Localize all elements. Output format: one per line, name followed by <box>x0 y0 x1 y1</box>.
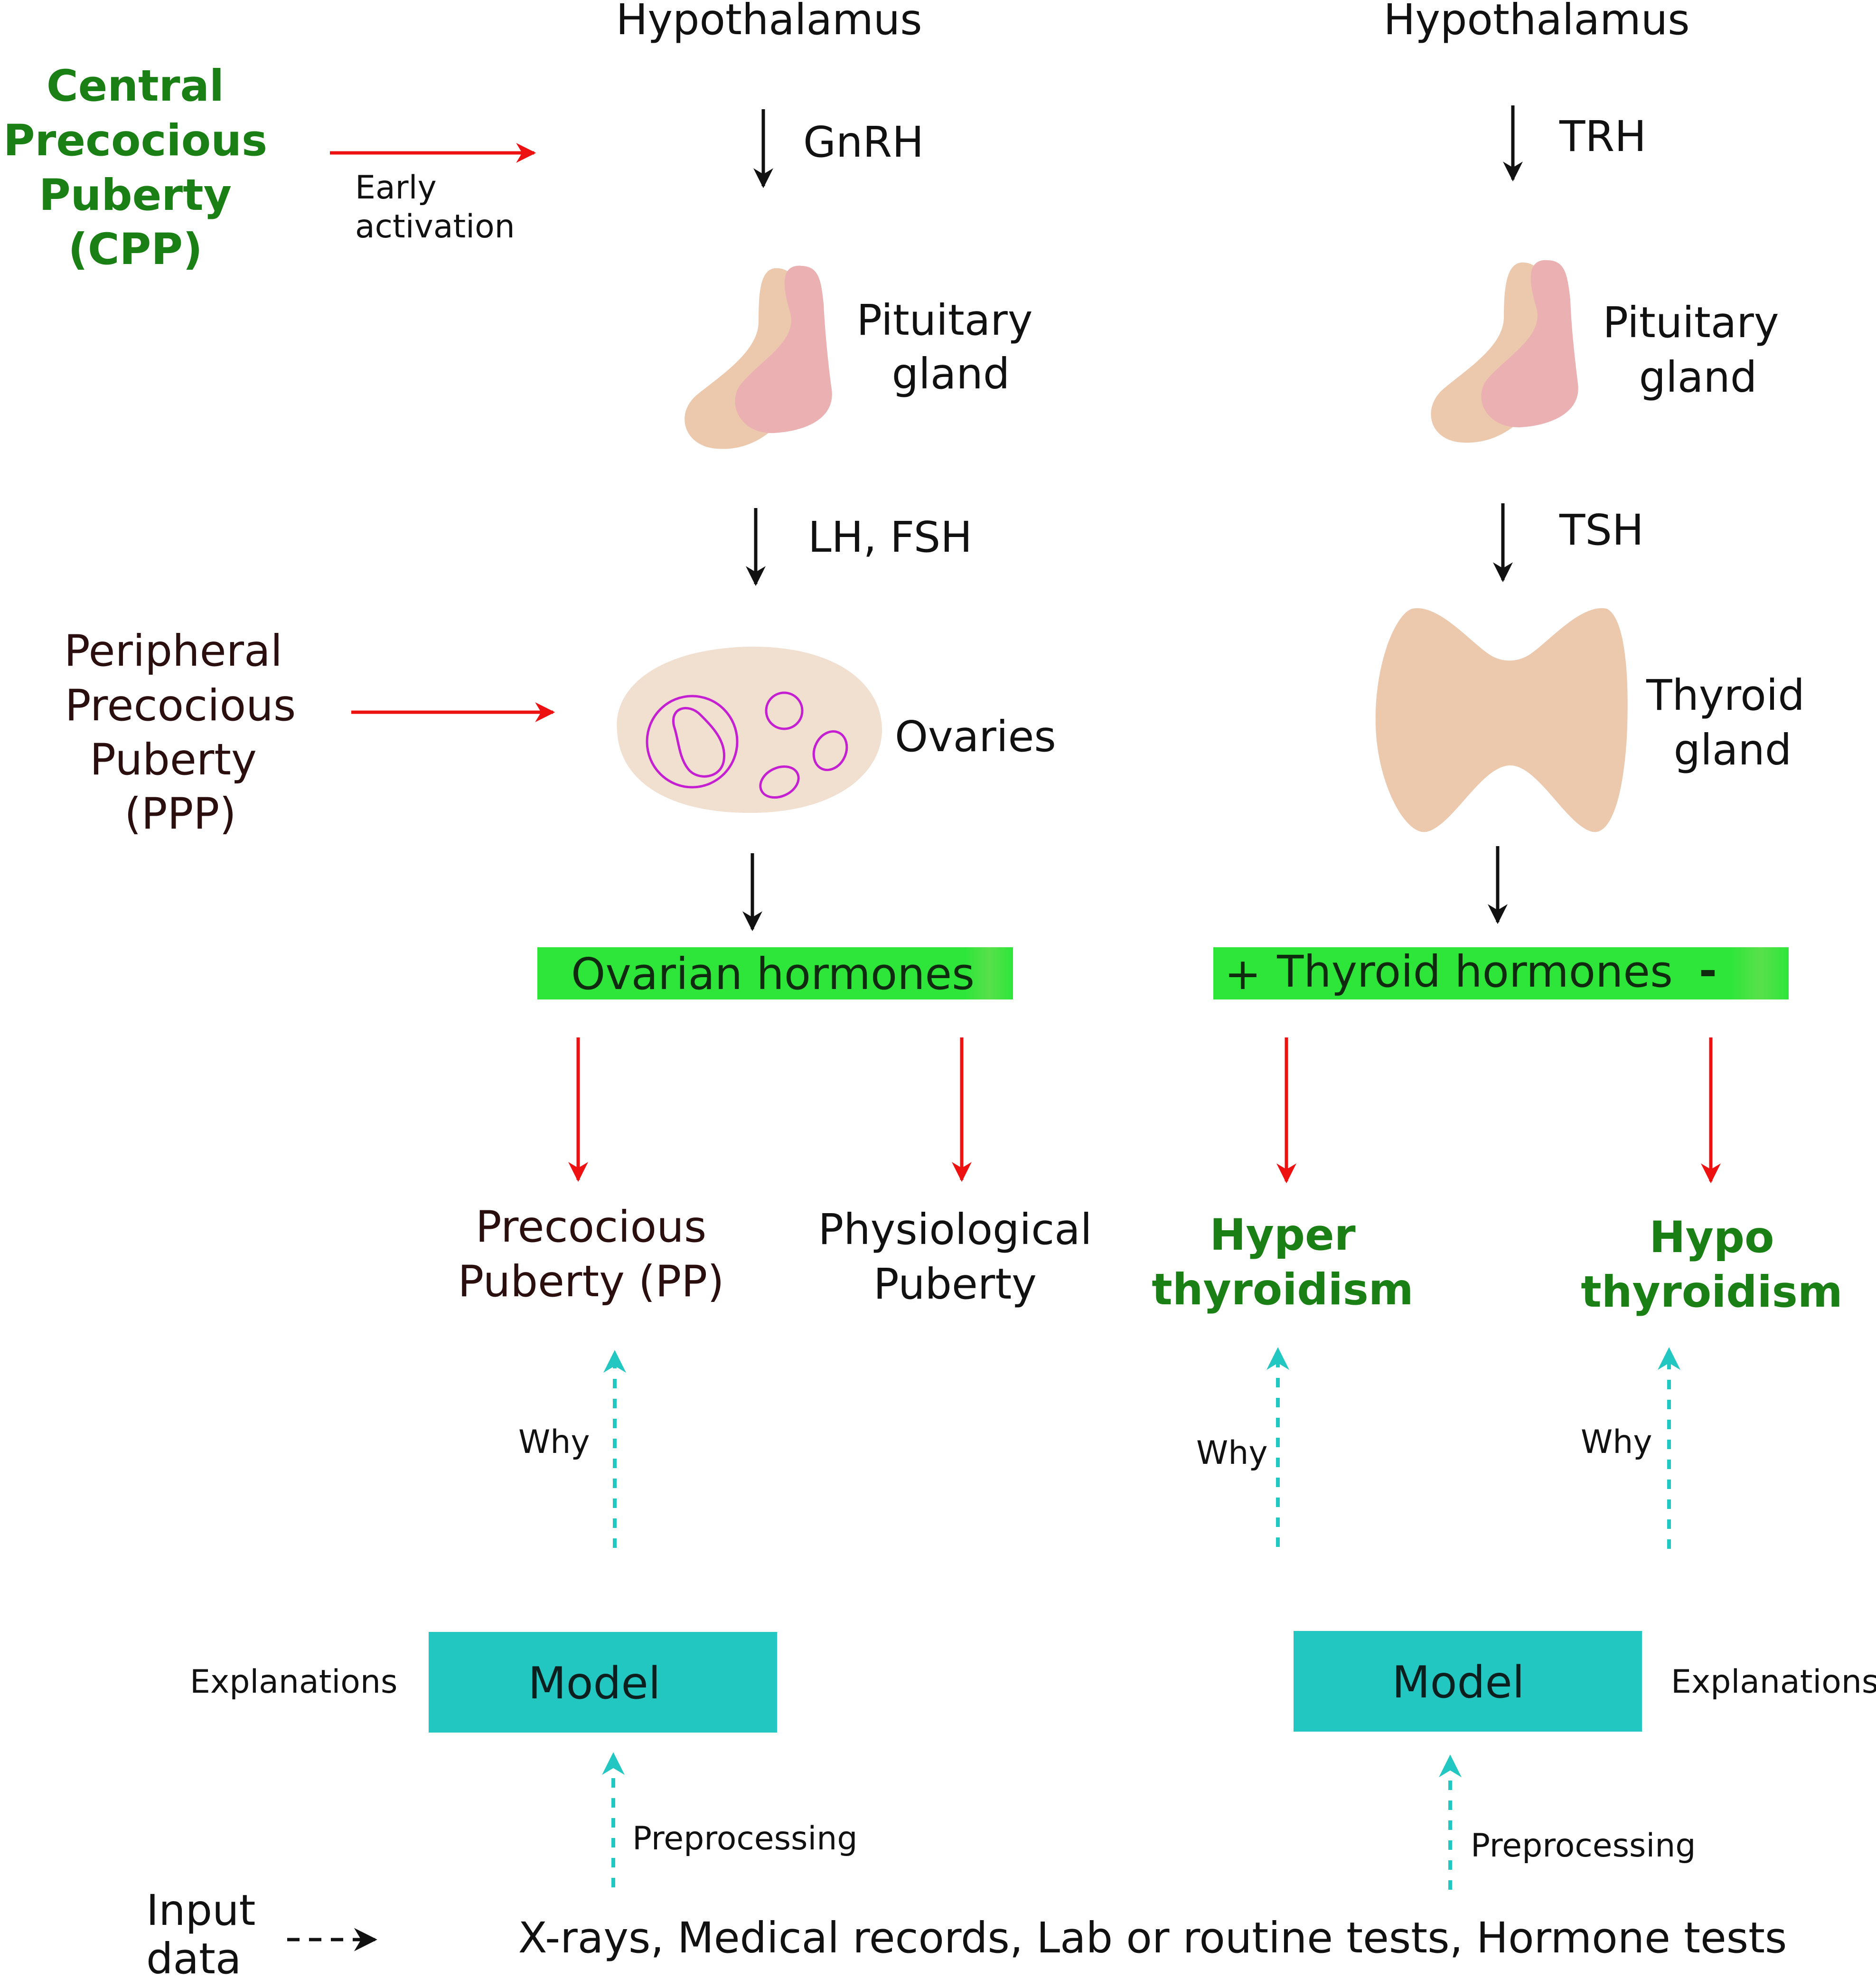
thyroid-gland-icon <box>1375 608 1628 832</box>
ovarian-hormones-bar <box>537 947 1013 999</box>
left-model-label: Model <box>528 1658 660 1709</box>
right-pituitary-gland-icon <box>1431 260 1578 443</box>
cpp-arrow-label-line2: activation <box>355 208 515 245</box>
input-sources-text: X-rays, Medical records, Lab or routine … <box>518 1913 1787 1962</box>
cpp-label: Central Precocious Puberty (CPP) <box>3 61 267 274</box>
right-tsh-label: TSH <box>1559 505 1644 555</box>
precocious-puberty-line1: Precocious <box>476 1202 706 1252</box>
left-preprocessing-label: Preprocessing <box>632 1820 858 1857</box>
ppp-line2: Precocious <box>65 681 296 731</box>
physiological-puberty-line1: Physiological <box>818 1205 1092 1254</box>
right-pituitary-label-line2: gland <box>1639 352 1757 402</box>
right-preprocessing-label: Preprocessing <box>1471 1827 1696 1865</box>
thyroid-hormones-label: Thyroid hormones <box>1276 946 1673 997</box>
right-explanations-label: Explanations <box>1671 1663 1876 1701</box>
cpp-line3: Puberty <box>39 170 232 220</box>
hypothyroidism-line2: thyroidism <box>1581 1267 1843 1317</box>
ppp-line1: Peripheral <box>64 626 282 676</box>
left-model-box <box>429 1632 777 1733</box>
right-why1-label: Why <box>1196 1434 1268 1472</box>
ovaries-icon <box>617 646 882 813</box>
cpp-line2: Precocious <box>3 116 267 166</box>
thyroid-hormones-bar <box>1213 947 1789 999</box>
right-model-box <box>1294 1631 1642 1732</box>
precocious-puberty-line2: Puberty (PP) <box>458 1257 724 1307</box>
thyroid-bar-minus: - <box>1699 945 1717 996</box>
thyroid-label-line1: Thyroid <box>1646 670 1805 720</box>
ovaries-label: Ovaries <box>895 712 1056 761</box>
cpp-line1: Central <box>47 61 224 111</box>
left-hypothalamus-label: Hypothalamus <box>616 0 922 44</box>
hypothyroidism-line1: Hypo <box>1649 1213 1774 1263</box>
cpp-line4: (CPP) <box>68 225 202 274</box>
left-lhfsh-label: LH, FSH <box>808 512 972 562</box>
ovarian-hormones-label: Ovarian hormones <box>571 949 975 999</box>
left-pituitary-label-line2: gland <box>892 349 1010 398</box>
ppp-line4: (PPP) <box>124 789 236 839</box>
right-trh-label: TRH <box>1559 112 1646 161</box>
left-pituitary-gland-icon <box>685 265 832 449</box>
ppp-line3: Puberty <box>90 735 257 785</box>
input-label-line2: data <box>146 1934 241 1979</box>
right-pituitary-label-line1: Pituitary <box>1603 298 1779 347</box>
hyperthyroidism-line2: thyroidism <box>1152 1265 1414 1315</box>
thyroid-bar-plus: + <box>1224 949 1261 999</box>
left-gnrh-label: GnRH <box>803 117 924 167</box>
right-model-label: Model <box>1392 1657 1524 1708</box>
right-hypothalamus-label: Hypothalamus <box>1383 0 1689 44</box>
left-why-label: Why <box>518 1423 590 1461</box>
input-label-line1: Input <box>146 1885 255 1935</box>
hyperthyroidism-line1: Hyper <box>1210 1210 1355 1260</box>
physiological-puberty-line2: Puberty <box>873 1259 1037 1309</box>
left-explanations-label: Explanations <box>190 1663 397 1701</box>
thyroid-label-line2: gland <box>1674 725 1792 774</box>
cpp-arrow-label-line1: Early <box>355 169 437 207</box>
right-why2-label: Why <box>1581 1423 1652 1461</box>
ppp-label: Peripheral Precocious Puberty (PPP) <box>64 626 296 839</box>
left-pituitary-label-line1: Pituitary <box>856 295 1032 345</box>
